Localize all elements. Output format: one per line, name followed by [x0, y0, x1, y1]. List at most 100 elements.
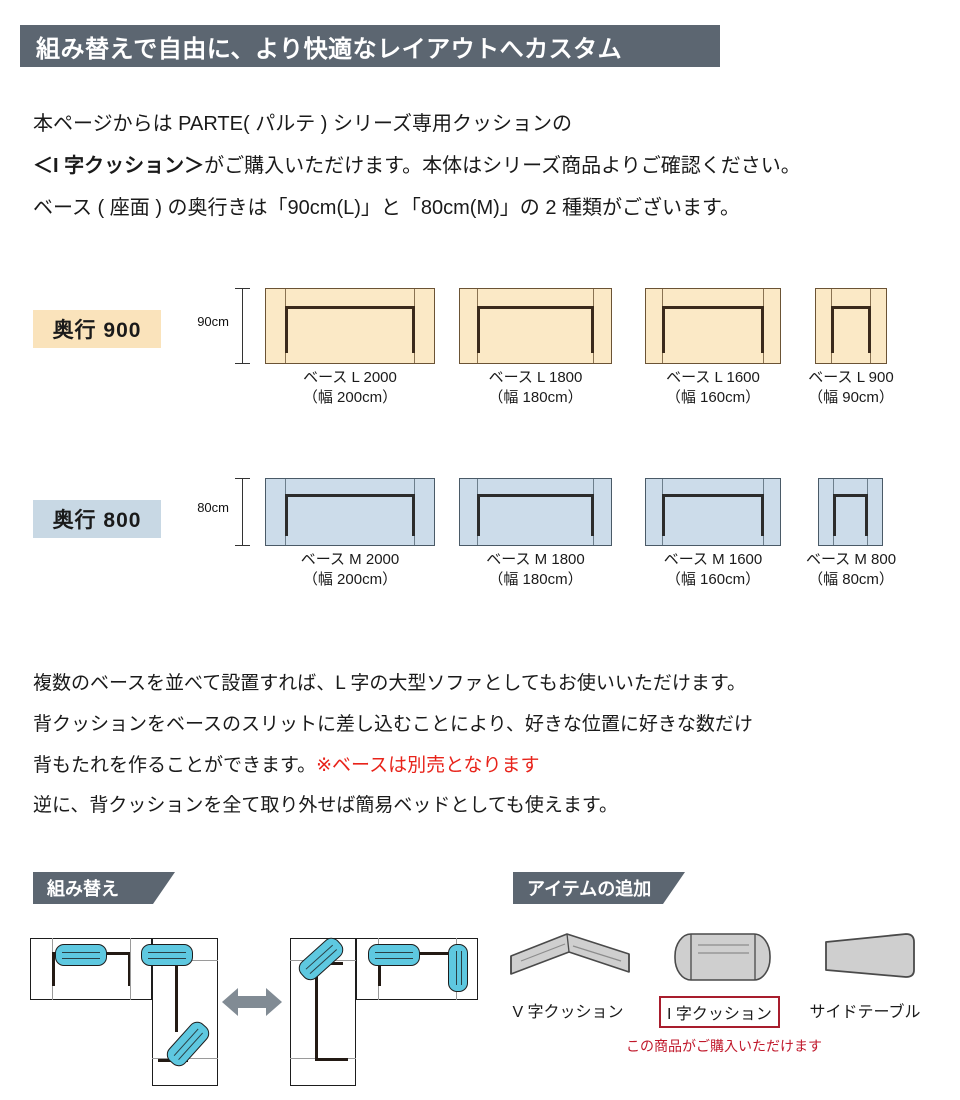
cushion-slit [662, 494, 764, 536]
middle-line-1: 複数のベースを並べて設置すれば、L 字の大型ソファとしてもお使いいただけます。 [33, 673, 747, 694]
swap-arrow-icon [222, 985, 282, 1019]
base-unit-l-1800 [459, 288, 612, 364]
cushion-ridge [456, 950, 458, 986]
base-unit-m-2000 [265, 478, 435, 546]
item-label-i-cushion: I 字クッション [659, 996, 780, 1028]
base-width: （幅 160cm） [665, 389, 761, 407]
base-name: ベース L 1800 [488, 369, 583, 386]
base-name: ベース L 1600 [666, 369, 760, 386]
section-header-additem-label: アイテムの追加 [527, 879, 652, 899]
section-header-rearrange: 組み替え [33, 872, 175, 904]
dimension-line [242, 288, 243, 364]
base-width: （幅 160cm） [665, 571, 761, 589]
cushion-slit [285, 306, 415, 353]
ribbon-tail [663, 872, 685, 904]
middle-line-4: 逆に、背クッションを全て取り外せば簡易ベッドとしても使えます。 [33, 795, 619, 817]
base-width: （幅 180cm） [488, 571, 583, 589]
page-title-band: 組み替えで自由に、より快適なレイアウトへカスタム [20, 25, 720, 67]
cushion-slit [662, 306, 764, 353]
cushion-ridge [148, 958, 186, 960]
middle-line-3: 背もたれを作ることができます。※ベースは別売となります [33, 754, 943, 778]
item-v-cushion [505, 928, 635, 990]
cushion-ridge [148, 952, 186, 954]
dimension-cap-bottom [235, 363, 250, 364]
item-side-table [818, 930, 928, 986]
base-width: （幅 200cm） [302, 389, 398, 407]
cushion-slit [285, 494, 415, 536]
base-unit-m-800 [818, 478, 883, 546]
section-header-rearrange-label: 組み替え [47, 879, 119, 899]
cushion-slit [477, 494, 594, 536]
middle-line-3-main: 背もたれを作ることができます。 [33, 754, 317, 776]
base-unit-l-1600 [645, 288, 781, 364]
base-width: （幅 80cm） [808, 571, 894, 589]
base-width: （幅 90cm） [808, 389, 894, 407]
cushion-slit [378, 952, 381, 986]
cushion-horizontal-1 [55, 944, 107, 966]
cushion-horizontal-2 [368, 944, 420, 966]
dimension-cap-top [235, 288, 250, 289]
ribbon-tail [153, 872, 175, 904]
item-label-v-cushion: V 字クッション [512, 1004, 624, 1021]
cushion-ridge [62, 952, 100, 954]
intro-line-2-strong: ＜I 字クッション＞ [33, 155, 205, 177]
cushion-slit [175, 960, 178, 1032]
purchase-available-note: この商品がご購入いただけます [626, 1038, 822, 1054]
base-caption-l-1800: ベース L 1800 （幅 180cm） [459, 368, 612, 409]
cushion-slit [833, 494, 868, 536]
dimension-cap-top [235, 478, 250, 479]
cushion-ridge [461, 950, 463, 986]
cushion-slit [831, 306, 871, 353]
intro-line-2-rest: がご購入いただけます。本体はシリーズ商品よりご確認ください。 [204, 155, 801, 177]
v-cushion-icon [510, 933, 630, 975]
layout-diagram-before [30, 930, 230, 1090]
base-unit-m-1600 [645, 478, 781, 546]
dimension-800-label: 80cm [197, 500, 229, 515]
depth-chip-800: 奥行 800 [33, 500, 161, 538]
base-unit-l-2000 [265, 288, 435, 364]
base-caption-l-2000: ベース L 2000 （幅 200cm） [265, 368, 435, 409]
depth-chip-900: 奥行 900 [33, 310, 161, 348]
section-header-additem: アイテムの追加 [513, 872, 685, 904]
base-width: （幅 200cm） [302, 571, 398, 589]
base-caption-m-1800: ベース M 1800 （幅 180cm） [459, 550, 612, 591]
intro-line-1: 本ページからは PARTE( パルテ ) シリーズ専用クッションの [33, 113, 572, 135]
base-width: （幅 180cm） [488, 389, 583, 407]
base-name: ベース M 1800 [486, 551, 585, 568]
item-i-cushion [665, 928, 780, 986]
dimension-cap-bottom [235, 545, 250, 546]
base-name: ベース L 900 [808, 369, 894, 386]
base-name: ベース M 2000 [300, 551, 400, 568]
dimension-900: 90cm [185, 288, 265, 364]
middle-line-2: 背クッションをベースのスリットに差し込むことにより、好きな位置に好きな数だけ [33, 713, 753, 735]
cushion-slit [52, 952, 55, 986]
base-caption-l-900: ベース L 900 （幅 90cm） [791, 368, 911, 409]
cushion-vertical-2 [448, 944, 468, 992]
base-caption-m-1600: ベース M 1600 （幅 160cm） [645, 550, 781, 591]
dimension-900-label: 90cm [197, 314, 229, 329]
base-caption-m-2000: ベース M 2000 （幅 200cm） [265, 550, 435, 591]
i-cushion-icon [674, 933, 771, 981]
middle-paragraph: 複数のベースを並べて設置すれば、L 字の大型ソファとしてもお使いいただけます。 … [33, 672, 943, 835]
page-title: 組み替えで自由に、より快適なレイアウトへカスタム [36, 35, 623, 63]
dimension-800: 80cm [185, 478, 265, 546]
base-caption-l-1600: ベース L 1600 （幅 160cm） [645, 368, 781, 409]
depth-chip-800-label: 奥行 800 [52, 509, 142, 532]
intro-paragraph: 本ページからは PARTE( パルテ ) シリーズ専用クッションの ＜I 字クッ… [33, 112, 933, 238]
base-name: ベース L 2000 [303, 369, 397, 386]
depth-chip-900-label: 奥行 900 [52, 319, 142, 342]
intro-line-2: ＜I 字クッション＞がご購入いただけます。本体はシリーズ商品よりご確認ください。 [33, 154, 933, 179]
base-name: ベース M 1600 [663, 551, 763, 568]
base-caption-m-800: ベース M 800 （幅 80cm） [791, 550, 911, 591]
layout-diagram-after [290, 930, 495, 1090]
cushion-slit [127, 952, 130, 986]
intro-line-3: ベース ( 座面 ) の奥行きは「90cm(L)」と「80cm(M)」の 2 種… [33, 197, 741, 219]
cushion-vertical-1 [141, 944, 193, 966]
separate-sale-note: ※ベースは別売となります [316, 754, 540, 776]
item-label-side-table: サイドテーブル [809, 1004, 921, 1021]
panel-divider [130, 938, 131, 1000]
dimension-line [242, 478, 243, 546]
base-unit-m-1800 [459, 478, 612, 546]
cushion-ridge [375, 952, 413, 954]
